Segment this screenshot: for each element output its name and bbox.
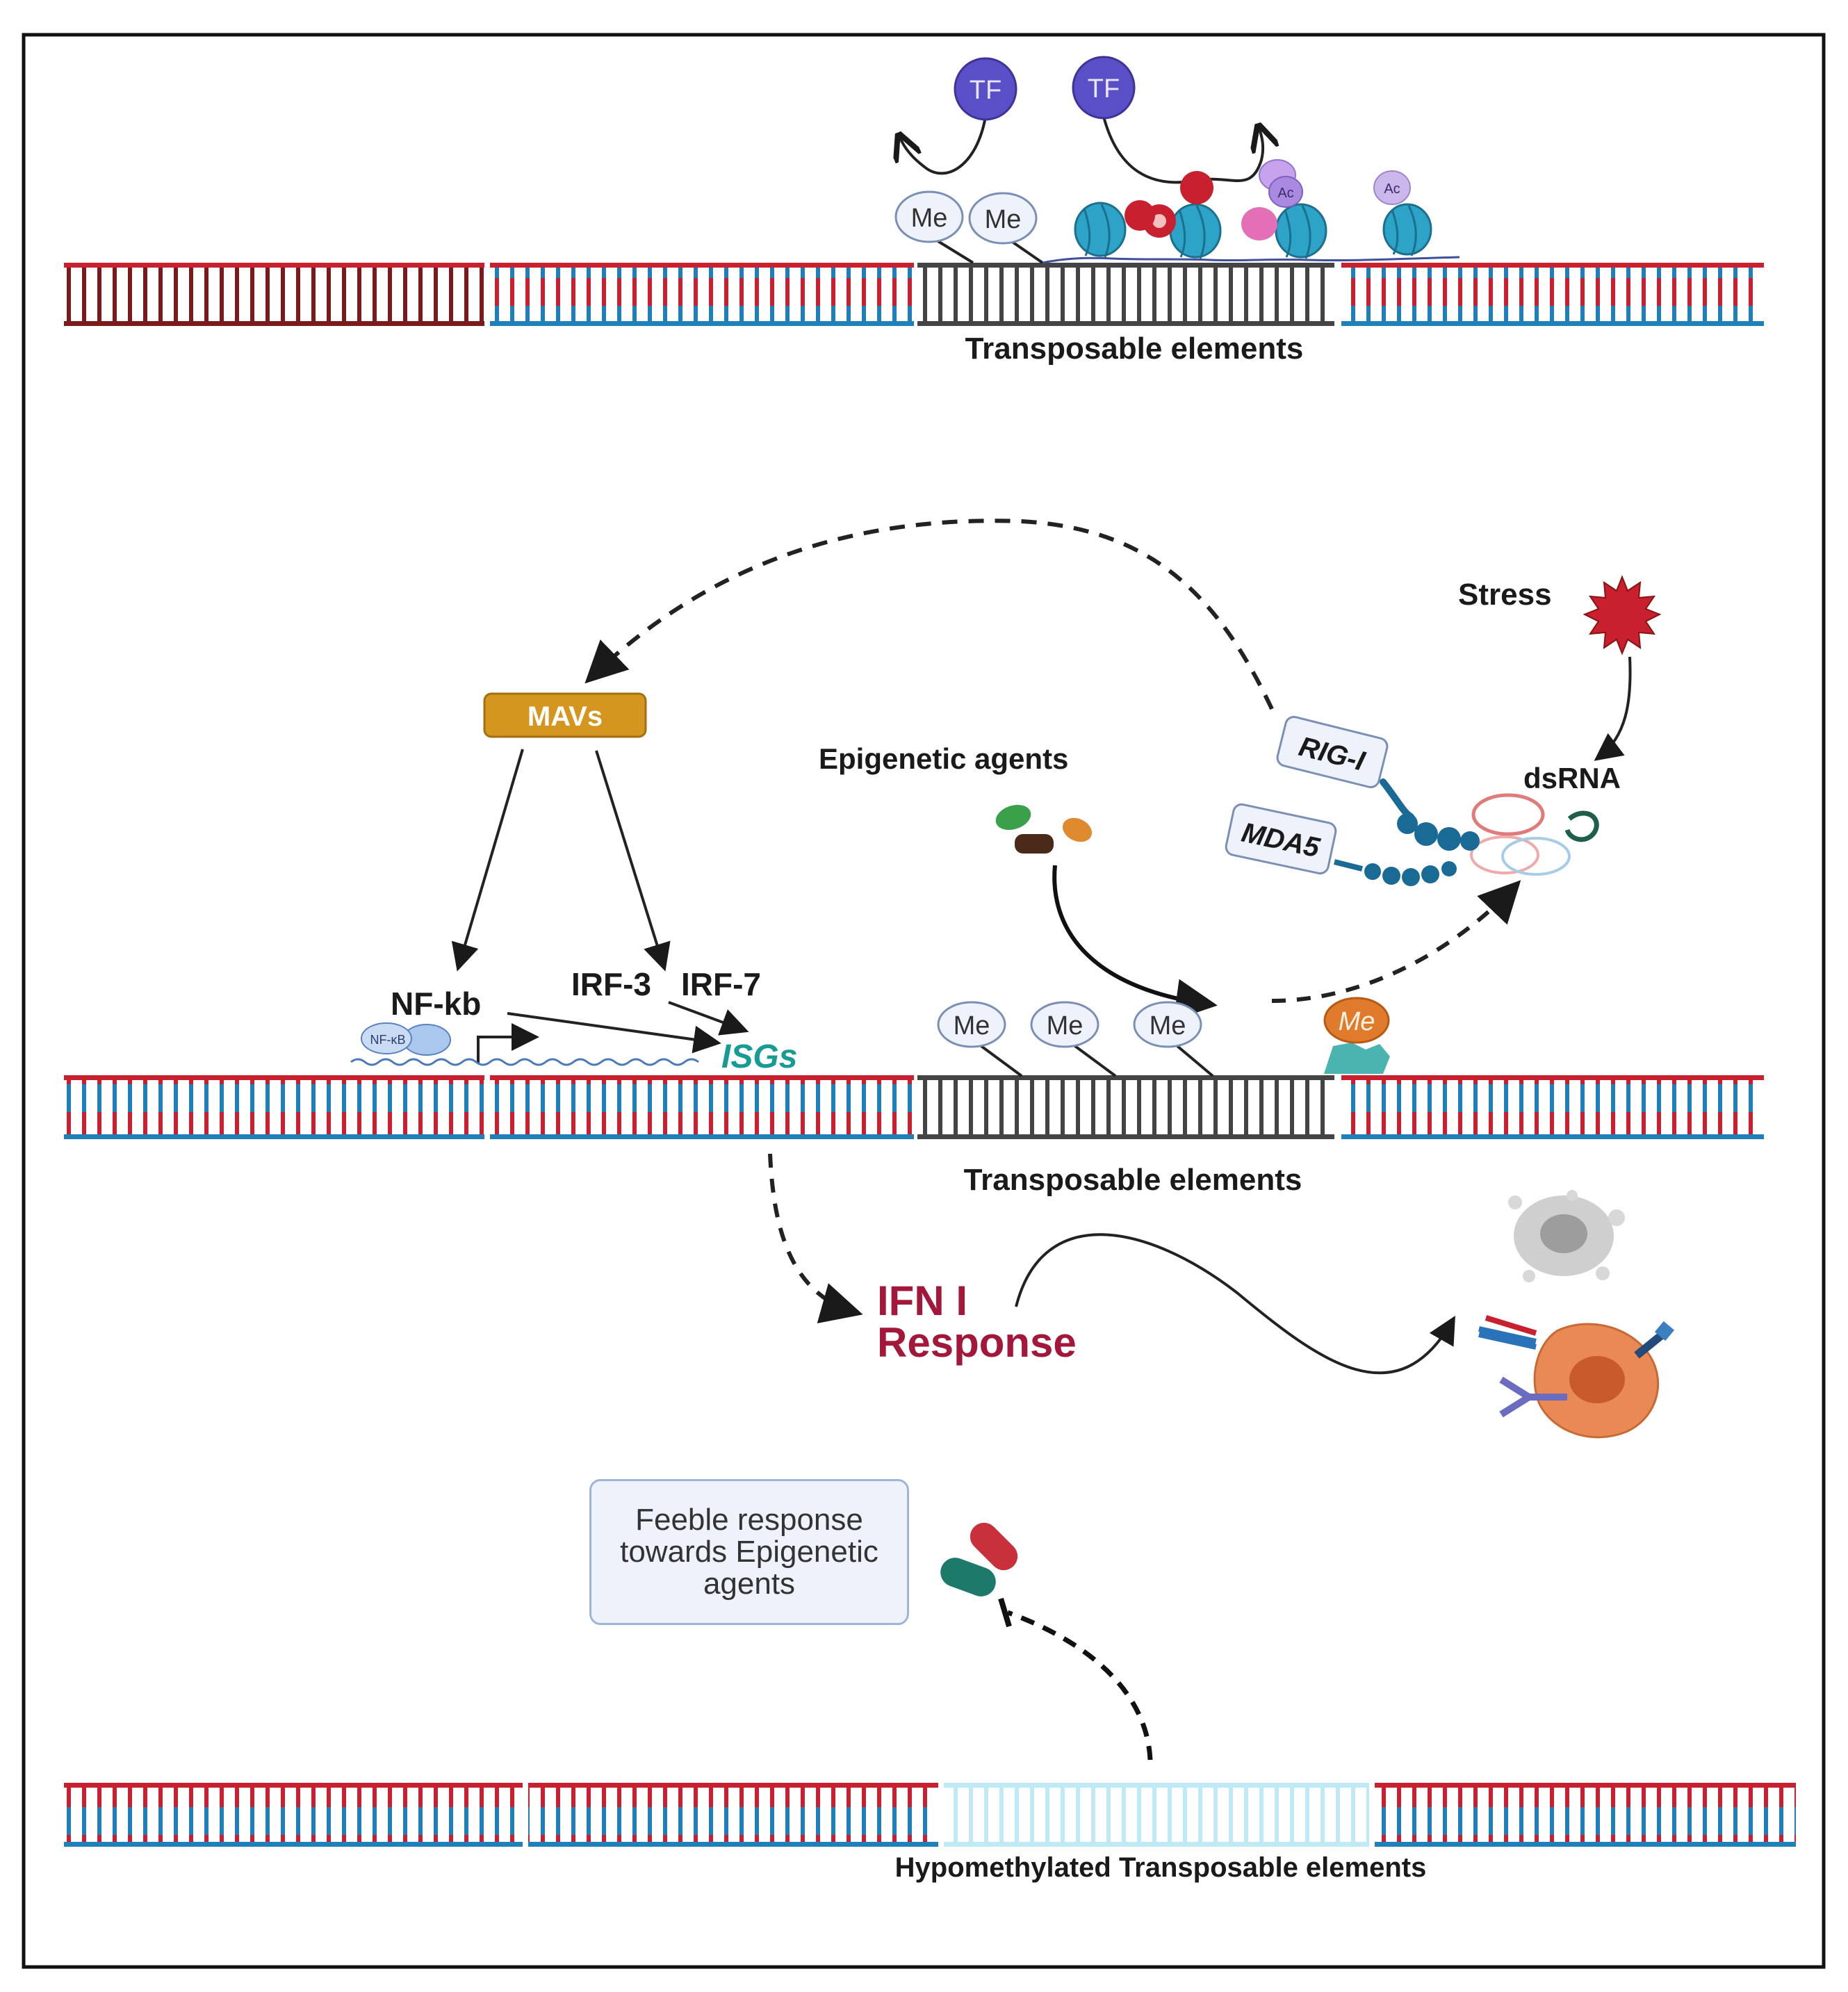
receptor-icon-right — [1634, 1321, 1675, 1359]
histone-me-mark-3 — [1152, 214, 1166, 228]
inhibitor-drug-icon — [940, 1522, 1018, 1597]
mda5-receptor: MDA5 — [1225, 803, 1457, 886]
te-bottom-label: Hypomethylated Transposable elements — [895, 1852, 1427, 1883]
svg-text:Me: Me — [911, 204, 948, 233]
dsrna-loop-pink — [1470, 835, 1539, 874]
dsrna-label: dsRNA — [1523, 762, 1621, 794]
arrow-te-dsrna-dashed — [1271, 880, 1521, 1003]
svg-text:Me: Me — [1150, 1011, 1186, 1040]
mavs-box: MAVs — [483, 692, 647, 738]
feeble-response-box: Feeble response towards Epigenetic agent… — [589, 1479, 909, 1625]
me-tag-top-2: Me — [968, 192, 1044, 264]
inhibition-dashed-line — [1006, 1610, 1153, 1761]
nfkb-protein: NF-κB — [361, 1022, 451, 1056]
dying-cell-icon — [1508, 1190, 1625, 1282]
svg-text:Me: Me — [1339, 1007, 1375, 1036]
dna-strand-top — [64, 263, 1764, 326]
te-top-label: Transposable elements — [965, 332, 1304, 366]
ifn-label-2: Response — [877, 1319, 1077, 1366]
dsrna-loop-red — [1471, 793, 1545, 836]
stress-icon — [1583, 575, 1662, 655]
gene-helix — [350, 1058, 699, 1066]
tf-left: TF — [900, 57, 1017, 175]
inhibition-bar — [998, 1597, 1012, 1628]
agent-green — [995, 804, 1031, 831]
nfkb-protein-label: NF-κB — [370, 1033, 406, 1047]
histone-me-mark-4 — [1125, 200, 1155, 231]
ifn-label-1: IFN I — [877, 1277, 967, 1324]
me-tag-top-1: Me — [894, 190, 974, 264]
mavs-label: MAVs — [528, 701, 603, 732]
irf7-label: IRF-7 — [681, 966, 761, 1002]
tf-left-label: TF — [970, 76, 1001, 105]
te-mid-label: Transposable elements — [964, 1163, 1302, 1197]
antibody-icon-left — [1478, 1315, 1537, 1350]
tf-right-label: TF — [1088, 74, 1120, 104]
promoter-arrow — [477, 1023, 539, 1063]
histone-ac-label-3: Ac — [1384, 181, 1400, 197]
histone-ac-label-2: Ac — [1277, 186, 1293, 201]
chromatin-thread — [1042, 256, 1460, 264]
antibody-icon-bottom — [1499, 1376, 1567, 1418]
dna-strand-bottom — [64, 1783, 1796, 1847]
arrow-agents-te — [1052, 865, 1218, 1021]
arrow-irf-isgs — [668, 1001, 749, 1036]
histone-ac-mark-pink — [1241, 207, 1277, 240]
dna-strand-middle — [64, 1075, 1764, 1139]
me-tag-orange: Me — [1323, 997, 1390, 1074]
rig-i-receptor: RIG-I — [1276, 715, 1480, 851]
arrow-isgs-ifn-dashed — [768, 1153, 863, 1323]
feeble-response-text: Feeble response towards Epigenetic agent… — [620, 1503, 878, 1601]
me-tag-mid-1: Me — [937, 1001, 1023, 1077]
me-tag-mid-2: Me — [1030, 1001, 1117, 1077]
epigenetic-agents-label: Epigenetic agents — [819, 742, 1068, 775]
histone-me-mark-2 — [1180, 171, 1213, 204]
svg-text:Me: Me — [985, 205, 1022, 234]
arrow-stress-dsrna — [1594, 656, 1632, 761]
histone-ac-mark-2 — [1268, 176, 1303, 208]
histone-ac-mark-3 — [1373, 170, 1411, 205]
nucleosome-1 — [1074, 202, 1127, 258]
nucleosome-3 — [1275, 203, 1327, 259]
arrow-mavs-irf — [595, 750, 671, 972]
tumor-cell-icon — [1533, 1323, 1659, 1439]
tf-right: TF — [1072, 56, 1263, 184]
me-tag-mid-3: Me — [1133, 1001, 1214, 1077]
arrow-nfkb-isgs — [507, 1012, 721, 1054]
agent-orange — [1062, 817, 1093, 842]
dsrna-loop-dark — [1564, 810, 1599, 842]
isgs-label: ISGs — [721, 1038, 797, 1075]
arrow-ifn-cells — [1015, 1233, 1455, 1375]
dsrna-loop-blue — [1501, 837, 1571, 876]
arrow-mavs-nfkb — [451, 749, 524, 972]
nucleosome-2 — [1169, 203, 1222, 259]
figure-border — [22, 33, 1826, 1969]
agent-brown — [1015, 834, 1054, 854]
feedback-dashed-arc — [584, 519, 1274, 710]
svg-text:Me: Me — [1047, 1011, 1084, 1040]
irf3-label: IRF-3 — [571, 966, 651, 1002]
nucleosome-4 — [1382, 203, 1432, 256]
stress-label: Stress — [1458, 578, 1552, 612]
svg-text:Me: Me — [954, 1011, 990, 1040]
nfkb-label: NF-kb — [391, 986, 481, 1022]
